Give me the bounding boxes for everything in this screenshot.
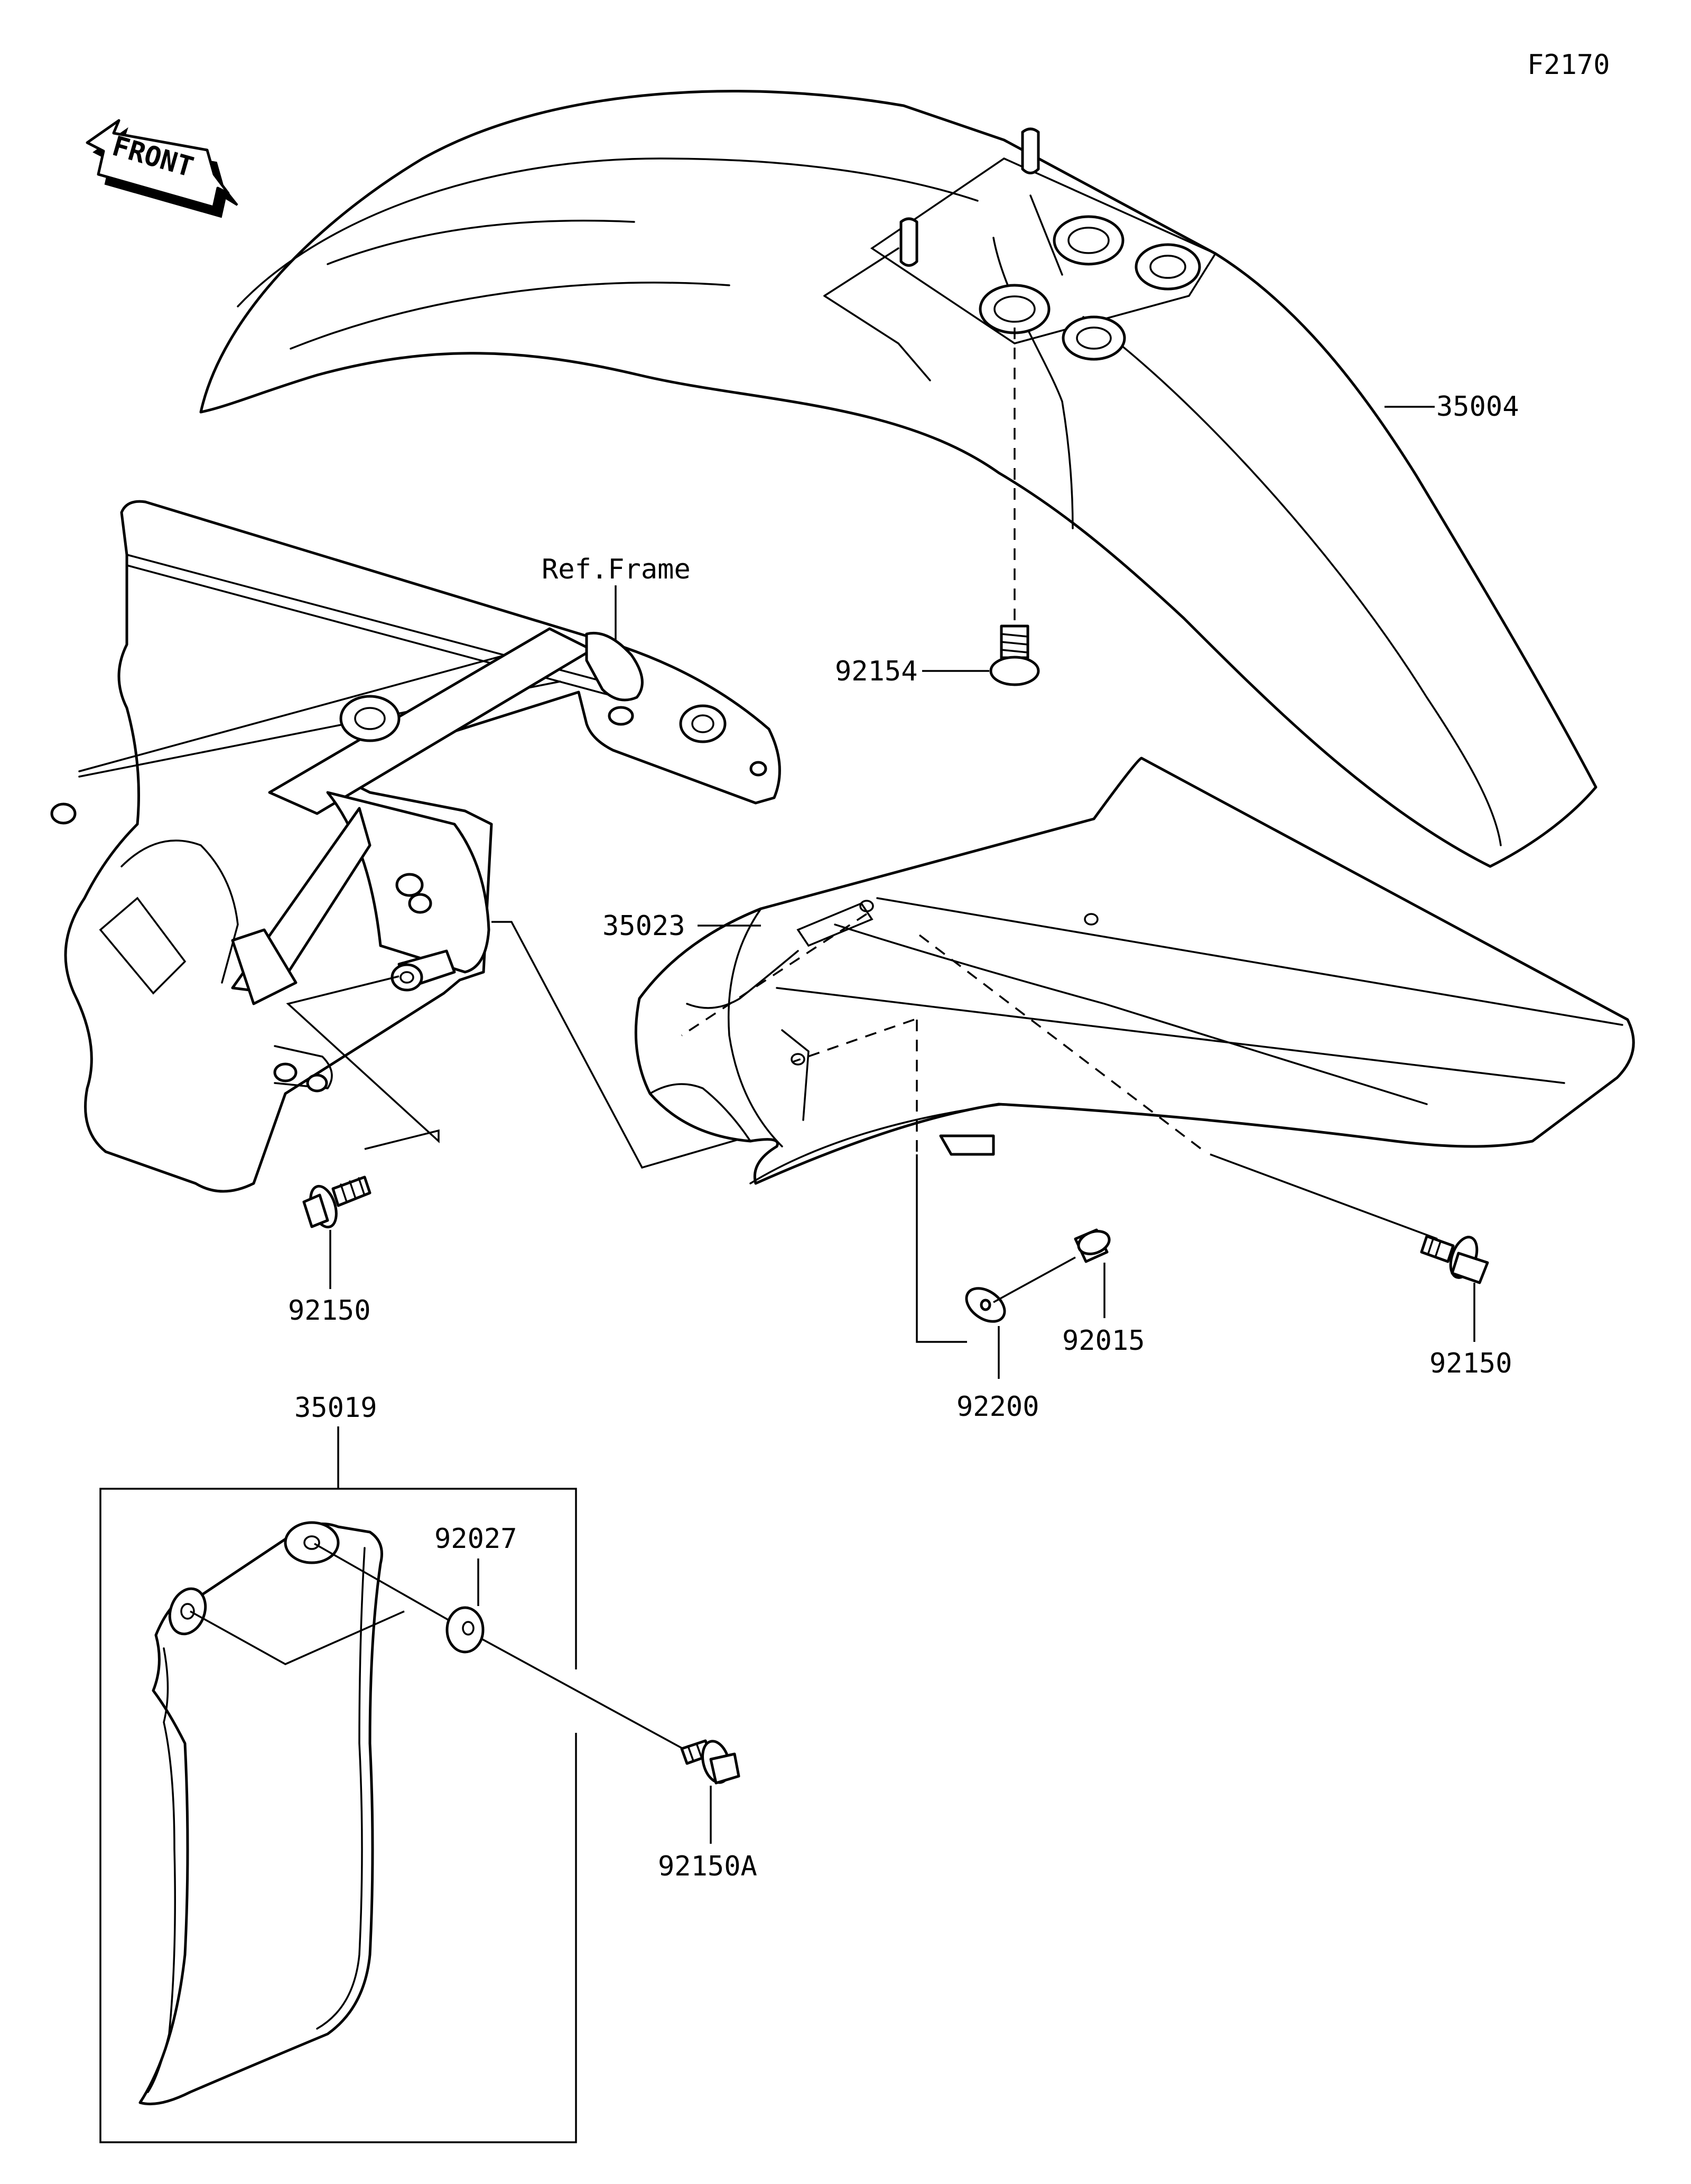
bolt-92150-right-icon <box>1420 1235 1489 1284</box>
label-92150a: 92150A <box>658 1851 757 1882</box>
label-92027: 92027 <box>434 1523 517 1555</box>
label-35019: 35019 <box>294 1392 377 1424</box>
label-92154: 92154 <box>835 656 918 687</box>
label-35004: 35004 <box>1436 391 1519 423</box>
frame-reference <box>50 500 781 1193</box>
bolt-92150-left-icon <box>302 1175 371 1229</box>
bolt-92150a-icon <box>680 1739 740 1785</box>
front-fender <box>199 90 1597 868</box>
label-92015: 92015 <box>1062 1325 1145 1357</box>
screw-92154-icon <box>989 624 1040 686</box>
label-92150-right: 92150 <box>1429 1348 1512 1379</box>
inner-fender <box>634 757 1635 1185</box>
nut-92015-icon <box>1074 1228 1111 1263</box>
label-ref-frame: Ref.Frame <box>542 554 691 585</box>
washer-92200-icon <box>965 1287 1006 1323</box>
figure-code: F2170 <box>1527 49 1610 81</box>
label-92200: 92200 <box>956 1391 1039 1423</box>
guard-assembly-box <box>99 1488 577 2143</box>
label-92150-left: 92150 <box>288 1295 371 1327</box>
fork-guard <box>138 1521 383 2105</box>
label-35023: 35023 <box>602 910 685 942</box>
grommet-92027-icon <box>445 1606 485 1654</box>
front-arrow-icon: FRONT <box>86 119 238 218</box>
